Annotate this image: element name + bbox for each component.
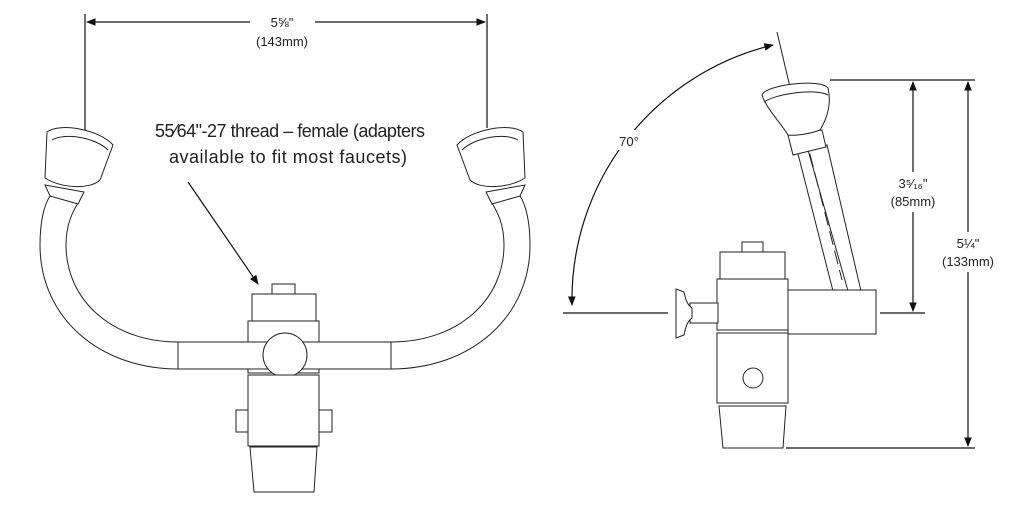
width-dimension: 5⅝" (143mm) xyxy=(84,14,488,130)
angle-label: 70° xyxy=(619,134,639,149)
angle-dimension: 70° xyxy=(563,31,925,314)
right-spray-head xyxy=(456,127,526,205)
head-height-metric: (85mm) xyxy=(891,194,936,209)
valve-body xyxy=(177,283,392,493)
thread-callout-line1: 55⁄64"-27 thread – female (adapters xyxy=(155,121,425,141)
head-height-imperial: 3⁵⁄₁₆" xyxy=(898,176,927,191)
width-metric: (143mm) xyxy=(256,34,308,49)
side-spray-head xyxy=(761,82,830,156)
thread-callout-line2: available to fit most faucets) xyxy=(169,147,407,167)
total-height-imperial: 5¼" xyxy=(957,236,980,251)
width-imperial: 5⅝" xyxy=(271,15,294,30)
height-dimensions: 3⁵⁄₁₆" (85mm) 5¼" (133mm) xyxy=(786,79,994,449)
side-view: 70° 3⁵⁄₁₆" xyxy=(563,31,994,449)
side-valve-body xyxy=(675,241,877,449)
left-pipe xyxy=(39,195,179,370)
front-view: 5⅝" (143mm) 55⁄64"-27 thread – female (a… xyxy=(39,14,531,493)
callout-arrow xyxy=(187,181,259,285)
right-pipe xyxy=(390,195,531,370)
total-height-metric: (133mm) xyxy=(942,254,994,269)
left-spray-head xyxy=(44,127,114,205)
thread-callout: 55⁄64"-27 thread – female (adapters avai… xyxy=(155,121,425,285)
